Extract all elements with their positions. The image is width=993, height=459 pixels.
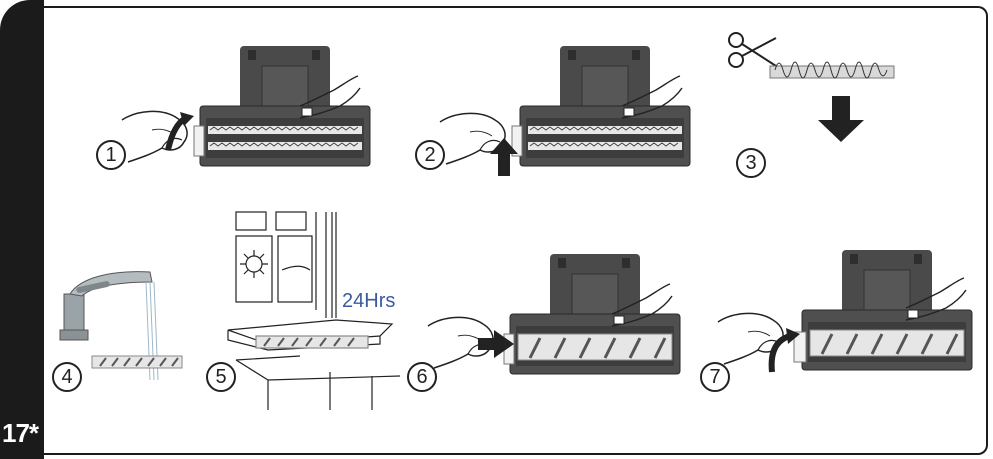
scissors-icon	[728, 32, 777, 68]
faucet-icon	[59, 271, 153, 341]
rotate-arrow-icon	[768, 333, 792, 373]
hand-icon	[439, 112, 506, 165]
step-4-illustration	[59, 271, 183, 381]
sun-icon	[240, 250, 268, 278]
page-frame	[36, 6, 988, 455]
window-icon	[235, 211, 337, 318]
page-number: 17*	[2, 418, 39, 448]
hand-icon	[121, 110, 188, 163]
down-arrow-icon	[818, 96, 864, 142]
step-3-illustration	[728, 32, 895, 142]
step-6-illustration	[427, 253, 681, 375]
step-number-6: 6	[407, 362, 437, 392]
step-number-2: 2	[415, 140, 445, 170]
step-7-illustration	[717, 249, 973, 373]
step-5-illustration	[227, 211, 401, 410]
step-number-7: 7	[700, 362, 730, 392]
step-number-1: 1	[96, 140, 126, 170]
step-number-3: 3	[736, 148, 766, 178]
push-arrow-icon	[490, 138, 518, 176]
brush-roll-icon	[91, 355, 183, 369]
step-1-illustration	[121, 45, 371, 167]
step-2-illustration	[439, 45, 691, 176]
step-number-5: 5	[206, 362, 236, 392]
brush-roll-icon	[769, 61, 895, 79]
push-arrow-icon	[478, 330, 514, 358]
drying-time-label: 24Hrs	[342, 290, 396, 312]
step-number-4: 4	[52, 362, 82, 392]
side-tab: 17*	[0, 0, 44, 459]
